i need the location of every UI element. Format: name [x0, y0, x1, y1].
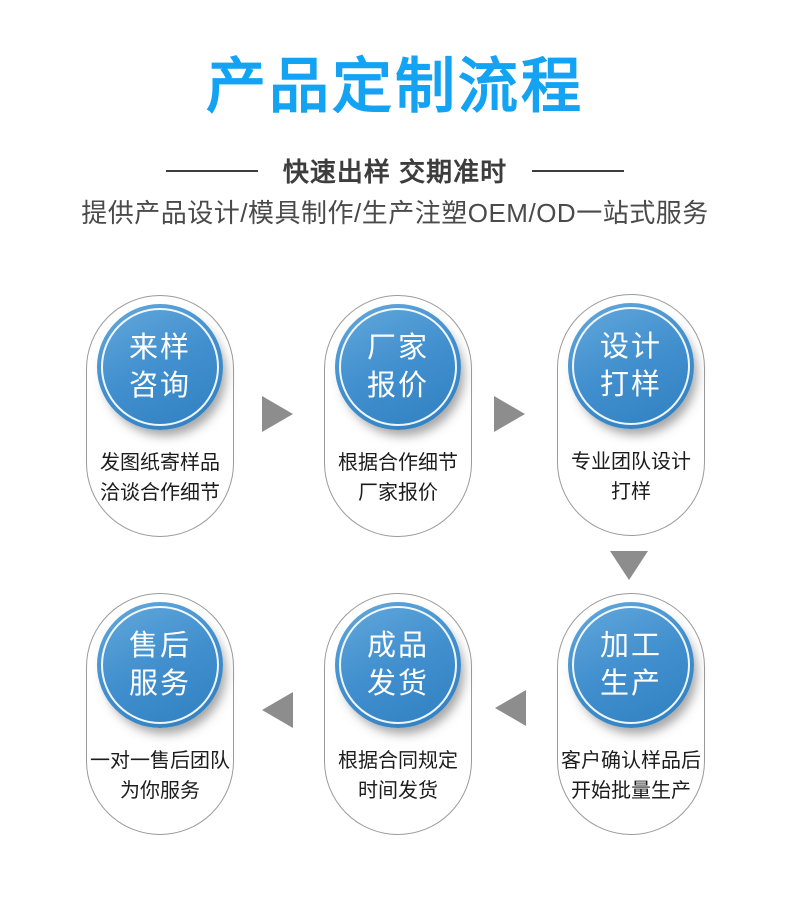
arrow-left-icon: [495, 690, 526, 726]
step-circle-label-line2: 服务: [128, 668, 191, 700]
arrow-right-icon: [262, 396, 293, 432]
step-description: 根据合作细节 厂家报价: [316, 448, 480, 508]
step-circle-label-line2: 发货: [366, 668, 429, 700]
step-description: 客户确认样品后 开始批量生产: [549, 746, 713, 806]
step-description: 专业团队设计 打样: [549, 447, 713, 507]
step-circle-label-line1: 来样: [128, 332, 191, 364]
step-circle-label-line1: 厂家: [366, 332, 429, 364]
step-circle-label: 售后 服务: [97, 602, 223, 728]
page-title: 产品定制流程: [206, 53, 584, 120]
step-circle-label-line1: 成品: [366, 630, 429, 662]
step-description-line1: 发图纸寄样品: [100, 452, 220, 474]
step-pill-shipping: 成品 发货 根据合同规定 时间发货: [324, 593, 472, 835]
step-circle-label-line2: 咨询: [128, 370, 191, 402]
step-description-line1: 根据合同规定: [338, 750, 458, 772]
step-pill-sample-consult: 来样 咨询 发图纸寄样品 洽谈合作细节: [86, 295, 234, 537]
step-pill-processing-production: 加工 生产 客户确认样品后 开始批量生产: [557, 593, 705, 835]
step-description-line1: 专业团队设计: [571, 451, 691, 473]
step-circle-label: 成品 发货: [335, 602, 461, 728]
arrow-down-icon: [610, 551, 648, 580]
step-circle-label-line2: 打样: [599, 369, 662, 401]
step-circle-label-line2: 生产: [599, 668, 662, 700]
step-circle-label-line2: 报价: [366, 370, 429, 402]
service-tagline: 提供产品设计/模具制作/生产注塑OEM/OD一站式服务: [81, 198, 709, 228]
step-circle-label: 来样 咨询: [97, 304, 223, 430]
step-circle-label-line1: 设计: [599, 331, 662, 363]
step-circle-sample-consult: 来样 咨询: [97, 304, 223, 430]
step-circle-factory-quote: 厂家 报价: [335, 304, 461, 430]
subtitle-text: 快速出样 交期准时: [282, 157, 508, 187]
step-circle-processing-production: 加工 生产: [568, 602, 694, 728]
step-circle-label-line1: 加工: [599, 630, 662, 662]
step-description-line1: 根据合作细节: [338, 452, 458, 474]
step-circle-shipping: 成品 发货: [335, 602, 461, 728]
arrow-right-icon: [494, 396, 525, 432]
step-circle-after-sales: 售后 服务: [97, 602, 223, 728]
step-description-line2: 厂家报价: [358, 482, 438, 504]
step-circle-label: 加工 生产: [568, 602, 694, 728]
subtitle-right-line: [532, 169, 625, 172]
subtitle-left-line: [165, 169, 258, 172]
step-circle-label: 厂家 报价: [335, 304, 461, 430]
step-pill-after-sales: 售后 服务 一对一售后团队 为你服务: [86, 593, 234, 835]
step-description-line2: 开始批量生产: [571, 780, 691, 802]
step-pill-design-proof: 设计 打样 专业团队设计 打样: [557, 294, 705, 536]
step-description-line2: 为你服务: [120, 780, 200, 802]
step-description: 一对一售后团队 为你服务: [78, 746, 242, 806]
subtitle-row: 快速出样 交期准时: [0, 152, 790, 189]
step-description-line2: 洽谈合作细节: [100, 482, 220, 504]
step-description-line1: 客户确认样品后: [561, 750, 701, 772]
arrow-left-icon: [262, 692, 293, 728]
step-pill-factory-quote: 厂家 报价 根据合作细节 厂家报价: [324, 295, 472, 537]
step-circle-label: 设计 打样: [568, 303, 694, 429]
step-description-line1: 一对一售后团队: [90, 750, 230, 772]
step-circle-label-line1: 售后: [128, 630, 191, 662]
step-description: 发图纸寄样品 洽谈合作细节: [78, 448, 242, 508]
step-circle-design-proof: 设计 打样: [568, 303, 694, 429]
step-description-line2: 时间发货: [358, 780, 438, 802]
step-description-line2: 打样: [611, 481, 651, 503]
step-description: 根据合同规定 时间发货: [316, 746, 480, 806]
